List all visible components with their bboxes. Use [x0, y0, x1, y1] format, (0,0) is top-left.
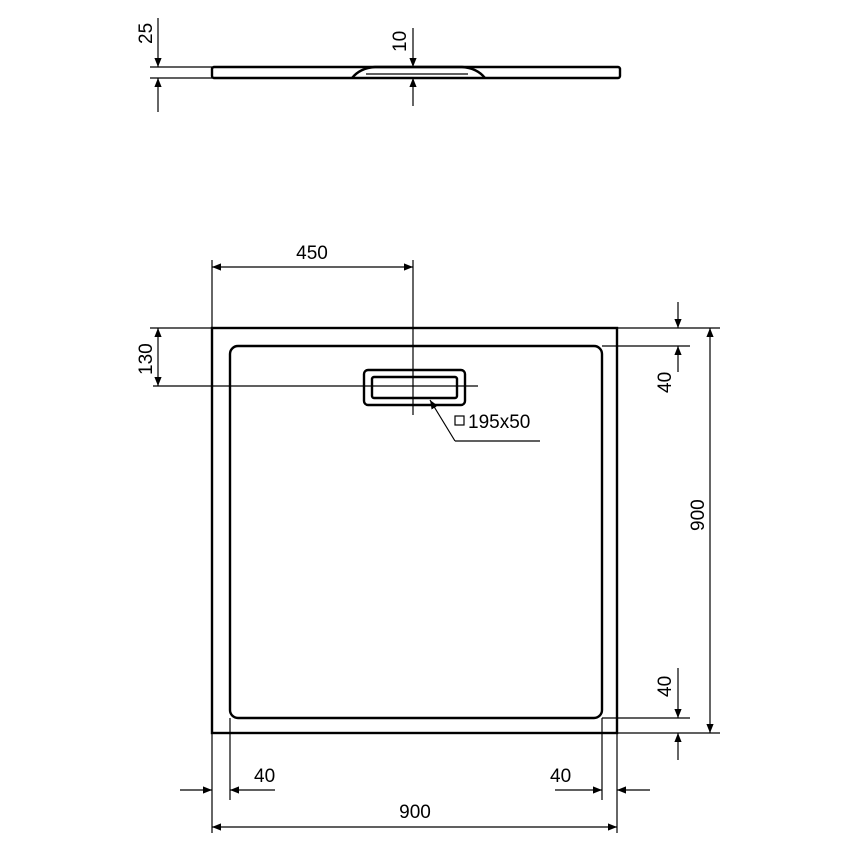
- drain-profile: [351, 65, 486, 79]
- drain-outer: [362, 368, 467, 407]
- rim-right-label: 40: [550, 766, 571, 787]
- rim-top-label: 40: [655, 372, 676, 393]
- rim-top-dimension: 40: [602, 302, 720, 393]
- width-label: 900: [399, 802, 431, 823]
- rim-bottom-label: 40: [655, 676, 676, 697]
- rim-left-label: 40: [254, 766, 275, 787]
- tray-inner-surface: [228, 344, 604, 720]
- height-label: 25: [136, 23, 157, 44]
- rim-bottom-dimension: 40: [602, 668, 720, 760]
- drain-offset-x-dimension: 450: [211, 243, 413, 328]
- drain-depth-dimension: 10: [390, 28, 417, 106]
- tray-profile: [210, 65, 622, 80]
- drain-offset-y-dimension: 130: [136, 327, 212, 386]
- drain-depth-label: 10: [390, 31, 411, 52]
- square-icon: [454, 415, 465, 426]
- drain-offset-y-label: 130: [136, 343, 157, 375]
- drain-size-callout: 195x50: [429, 399, 540, 442]
- tray-outline: [210, 326, 619, 735]
- rim-left-dimension: 40: [180, 718, 275, 833]
- profile-view: 25 10: [136, 18, 622, 112]
- rim-right-dimension: 40: [550, 718, 650, 833]
- drain-inner: [370, 375, 459, 400]
- depth-dimension: 900: [688, 328, 714, 733]
- drain-size-label: 195x50: [468, 412, 530, 433]
- width-dimension: 900: [212, 802, 617, 831]
- height-dimension: 25: [136, 18, 212, 112]
- depth-label: 900: [688, 499, 709, 531]
- drain-offset-x-label: 450: [296, 243, 328, 264]
- plan-view: 450 130 195x50 40 900: [136, 243, 720, 833]
